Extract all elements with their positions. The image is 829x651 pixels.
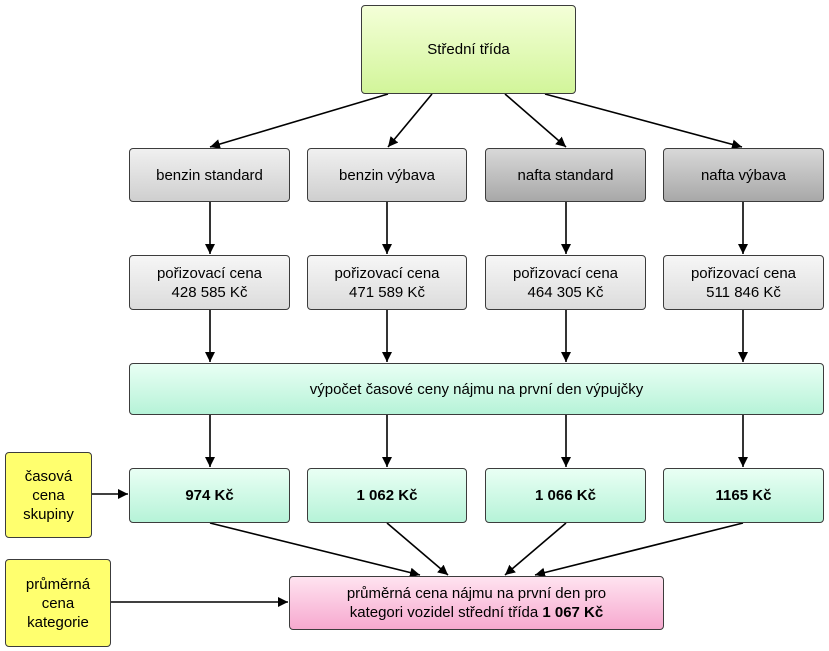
- category-label: benzin standard: [156, 166, 263, 184]
- price-value: 471 589 Kč: [349, 283, 425, 301]
- category-node-nafta-standard: nafta standard: [485, 148, 646, 202]
- purchase-price-node: pořizovací cena 471 589 Kč: [307, 255, 467, 310]
- edge-group4-avg: [534, 522, 744, 578]
- edge-group1-avg: [209, 522, 421, 578]
- edge-root-cat4: [544, 93, 743, 150]
- average-line1: průměrná cena nájmu na první den pro: [346, 585, 607, 602]
- average-line2: kategori vozidel střední třída 1 067 Kč: [347, 603, 606, 622]
- average-price-node: průměrná cena nájmu na první den pro kat…: [289, 576, 664, 630]
- side-label-line: cena: [41, 594, 75, 612]
- price-value: 464 305 Kč: [527, 283, 604, 301]
- price-caption: pořizovací cena: [690, 264, 797, 282]
- purchase-price-node: pořizovací cena 511 846 Kč: [663, 255, 824, 310]
- group-price-node: 974 Kč: [129, 468, 290, 523]
- category-label: nafta výbava: [700, 166, 787, 184]
- side-label-line: skupiny: [23, 505, 74, 523]
- group-price-value: 1 062 Kč: [356, 487, 418, 504]
- group-price-value: 974 Kč: [185, 487, 234, 504]
- root-node: Střední třída: [361, 5, 576, 94]
- price-caption: pořizovací cena: [334, 264, 440, 282]
- side-label-category-price: průměrná cena kategorie: [5, 559, 111, 647]
- average-value: 1 067 Kč: [542, 604, 604, 621]
- price-caption: pořizovací cena: [156, 264, 263, 282]
- edge-group3-avg: [504, 522, 567, 576]
- category-node-benzin-vybava: benzin výbava: [307, 148, 467, 202]
- edge-root-cat2: [387, 93, 433, 148]
- edge-root-cat1: [209, 93, 389, 149]
- purchase-price-node: pořizovací cena 464 305 Kč: [485, 255, 646, 310]
- side-label-line: průměrná: [25, 575, 91, 593]
- edge-group2-avg: [386, 522, 449, 576]
- group-price-node: 1 062 Kč: [307, 468, 467, 523]
- category-node-benzin-standard: benzin standard: [129, 148, 290, 202]
- group-price-value: 1165 Kč: [715, 487, 772, 504]
- group-price-node: 1165 Kč: [663, 468, 824, 523]
- price-value: 511 846 Kč: [706, 283, 781, 301]
- group-price-node: 1 066 Kč: [485, 468, 646, 523]
- calculation-label: výpočet časové ceny nájmu na první den v…: [309, 380, 644, 398]
- price-caption: pořizovací cena: [512, 264, 619, 282]
- side-label-line: časová: [24, 467, 73, 485]
- purchase-price-node: pořizovací cena 428 585 Kč: [129, 255, 290, 310]
- group-price-value: 1 066 Kč: [535, 487, 596, 504]
- category-node-nafta-vybava: nafta výbava: [663, 148, 824, 202]
- price-value: 428 585 Kč: [171, 283, 248, 301]
- side-label-line: kategorie: [27, 613, 89, 631]
- average-line2-text: kategori vozidel střední třída: [349, 604, 543, 621]
- category-label: benzin výbava: [339, 166, 435, 184]
- side-label-line: cena: [32, 486, 65, 504]
- edge-root-cat3: [504, 93, 567, 148]
- category-label: nafta standard: [517, 166, 614, 184]
- side-label-group-price: časová cena skupiny: [5, 452, 92, 538]
- calculation-node: výpočet časové ceny nájmu na první den v…: [129, 363, 824, 415]
- root-label: Střední třída: [427, 41, 510, 58]
